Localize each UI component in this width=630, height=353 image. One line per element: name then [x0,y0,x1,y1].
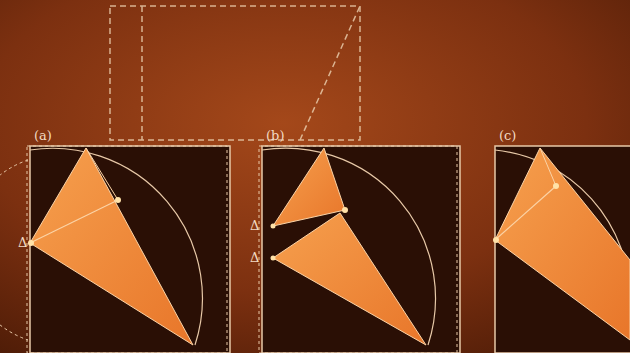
point-label: Δ [250,251,259,264]
panel-b [259,146,460,353]
panel-label: (c) [499,129,516,142]
panel-c [493,146,630,353]
panel-a [0,146,230,353]
point-label: Δ [18,236,27,249]
panel-label: (a) [34,129,52,142]
dashed-square [110,6,360,140]
panel-label: (b) [266,129,284,142]
point-label: Δ [250,219,259,232]
